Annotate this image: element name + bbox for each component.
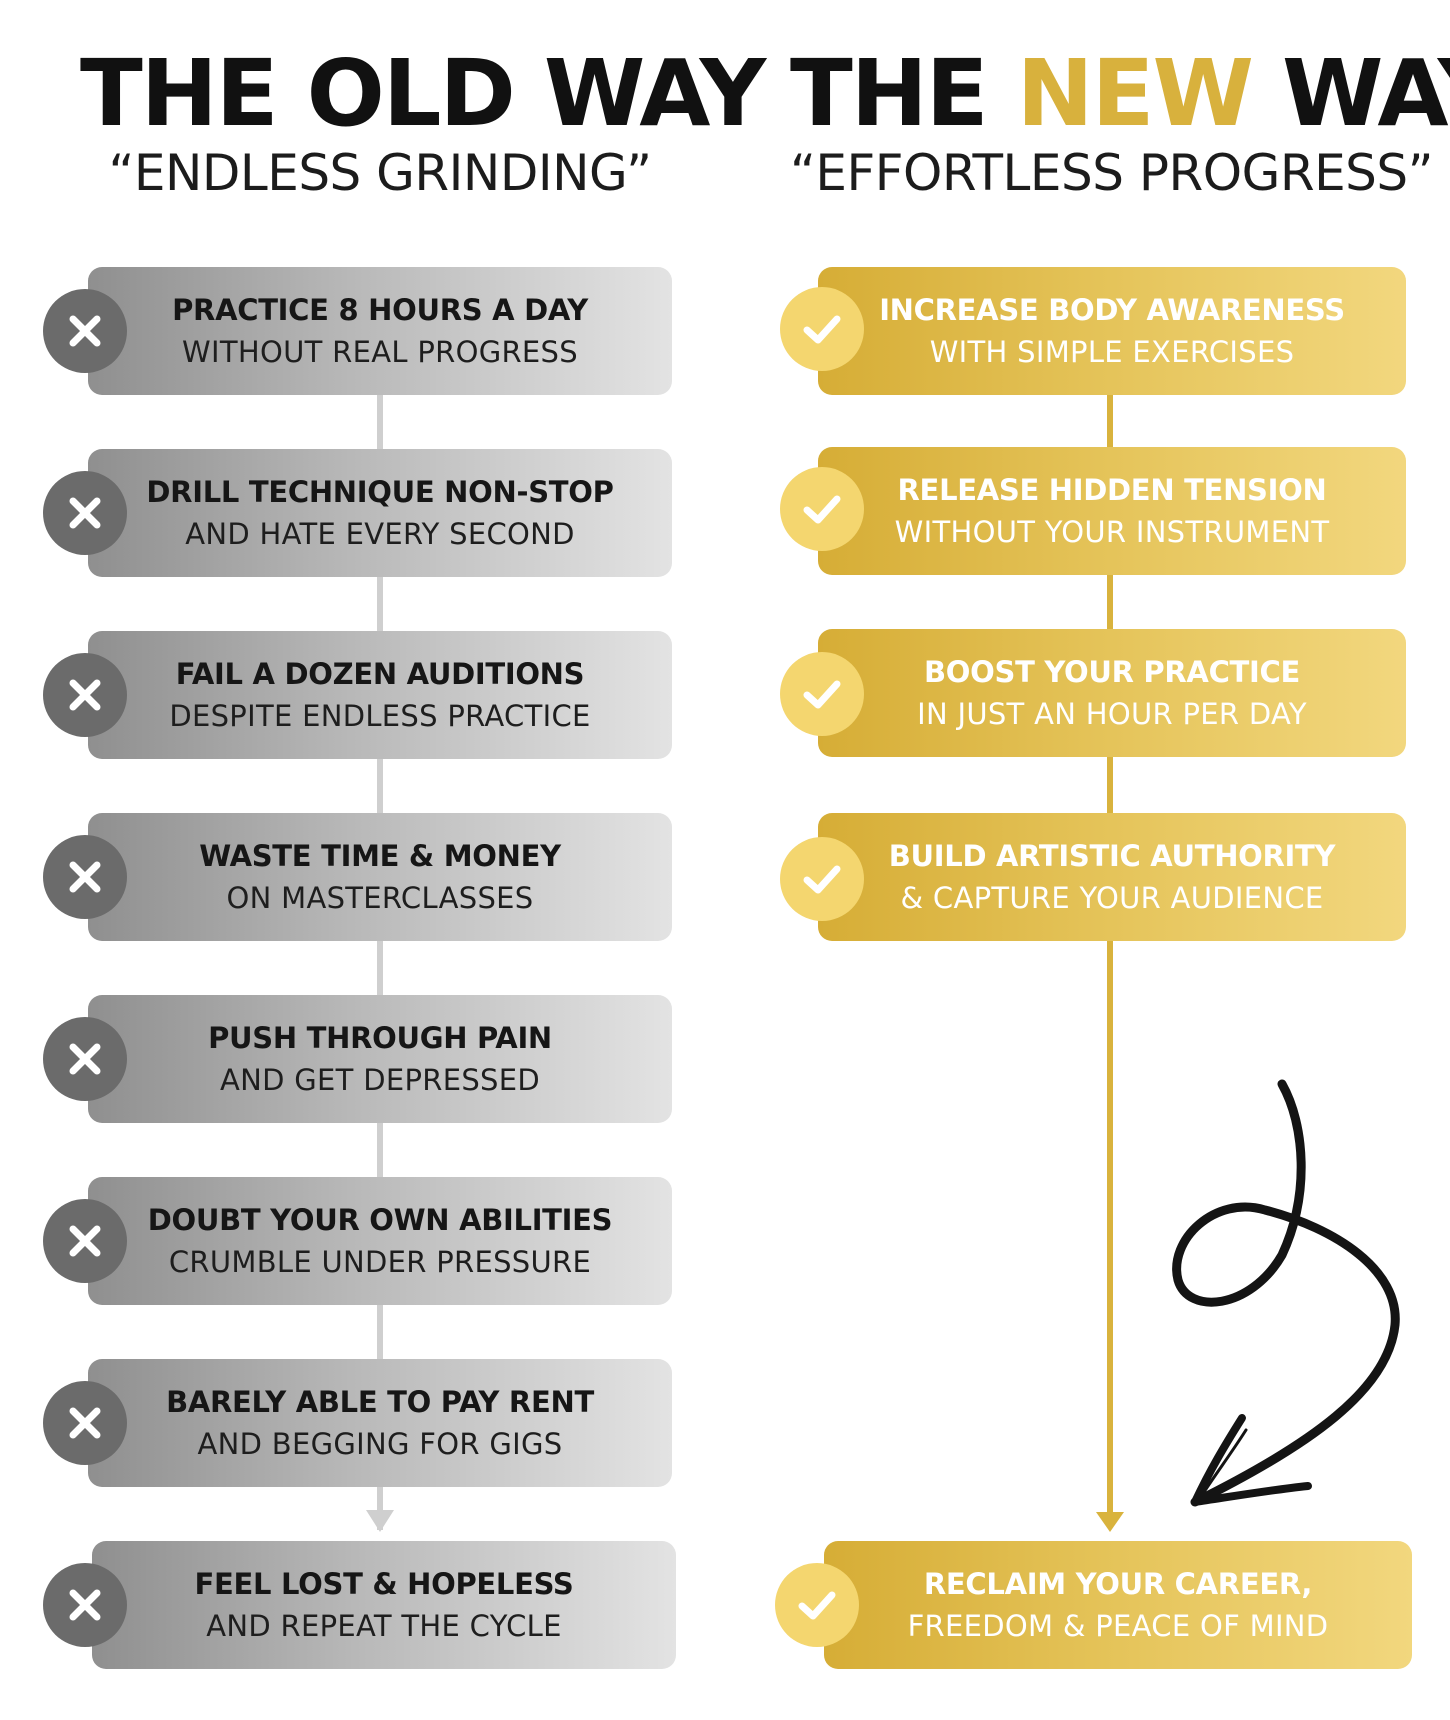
close-x-icon	[43, 1017, 127, 1101]
new-way-connector	[1107, 380, 1113, 1520]
checkmark-icon	[780, 652, 864, 736]
checkmark-icon	[780, 467, 864, 551]
old-way-item-1-light: WITHOUT REAL PROGRESS	[182, 335, 578, 369]
old-way-item-2: DRILL TECHNIQUE NON-STOP AND HATE EVERY …	[88, 449, 672, 577]
old-way-item-7: BARELY ABLE TO PAY RENT AND BEGGING FOR …	[88, 1359, 672, 1487]
old-way-item-6-light: CRUMBLE UNDER PRESSURE	[168, 1245, 592, 1279]
old-way-item-4-bold: WASTE TIME & MONEY	[199, 839, 561, 873]
new-way-item-5-bold: RECLAIM YOUR CAREER,	[923, 1567, 1313, 1601]
old-way-item-6: DOUBT YOUR OWN ABILITIES CRUMBLE UNDER P…	[88, 1177, 672, 1305]
old-way-subtitle: “ENDLESS GRINDING”	[108, 144, 652, 202]
new-way-item-1-light: WITH SIMPLE EXERCISES	[929, 335, 1295, 369]
old-way-item-5-bold: PUSH THROUGH PAIN	[208, 1021, 552, 1055]
old-way-item-3: FAIL A DOZEN AUDITIONS DESPITE ENDLESS P…	[88, 631, 672, 759]
new-way-item-3: BOOST YOUR PRACTICE IN JUST AN HOUR PER …	[818, 629, 1406, 757]
close-x-icon	[43, 1563, 127, 1647]
new-way-item-2: RELEASE HIDDEN TENSION WITHOUT YOUR INST…	[818, 447, 1406, 575]
old-way-item-8-bold: FEEL LOST & HOPELESS	[194, 1567, 574, 1601]
old-way-item-3-light: DESPITE ENDLESS PRACTICE	[169, 699, 591, 733]
new-way-title: THE NEW WAY	[790, 48, 1450, 140]
old-way-item-2-bold: DRILL TECHNIQUE NON-STOP	[146, 475, 614, 509]
close-x-icon	[43, 471, 127, 555]
new-way-item-1-bold: INCREASE BODY AWARENESS	[879, 293, 1345, 327]
old-way-item-7-light: AND BEGGING FOR GIGS	[197, 1427, 563, 1461]
checkmark-icon	[780, 837, 864, 921]
new-way-title-before: THE	[790, 40, 1017, 147]
new-way-title-after: WAY	[1281, 40, 1450, 147]
old-way-item-8: FEEL LOST & HOPELESS AND REPEAT THE CYCL…	[92, 1541, 676, 1669]
close-x-icon	[43, 835, 127, 919]
old-way-item-8-light: AND REPEAT THE CYCLE	[206, 1609, 562, 1643]
old-way-item-7-bold: BARELY ABLE TO PAY RENT	[166, 1385, 594, 1419]
new-way-item-2-bold: RELEASE HIDDEN TENSION	[897, 473, 1327, 507]
new-way-item-3-light: IN JUST AN HOUR PER DAY	[917, 697, 1307, 731]
new-way-item-2-light: WITHOUT YOUR INSTRUMENT	[894, 515, 1330, 549]
checkmark-icon	[780, 287, 864, 371]
old-way-item-3-bold: FAIL A DOZEN AUDITIONS	[175, 657, 585, 691]
old-way-item-6-bold: DOUBT YOUR OWN ABILITIES	[147, 1203, 613, 1237]
old-way-item-1-bold: PRACTICE 8 HOURS A DAY	[172, 293, 588, 327]
new-way-item-1: INCREASE BODY AWARENESS WITH SIMPLE EXER…	[818, 267, 1406, 395]
close-x-icon	[43, 653, 127, 737]
old-way-item-5: PUSH THROUGH PAIN AND GET DEPRESSED	[88, 995, 672, 1123]
hand-drawn-arrow-icon	[1172, 1079, 1400, 1507]
close-x-icon	[43, 1199, 127, 1283]
old-way-connector	[377, 380, 383, 1530]
old-way-item-4-light: ON MASTERCLASSES	[226, 881, 534, 915]
old-way-item-5-light: AND GET DEPRESSED	[220, 1063, 540, 1097]
new-way-title-highlight: NEW	[1016, 40, 1254, 147]
new-way-item-4-light: & CAPTURE YOUR AUDIENCE	[900, 881, 1324, 915]
new-way-item-4: BUILD ARTISTIC AUTHORITY & CAPTURE YOUR …	[818, 813, 1406, 941]
new-way-item-5: RECLAIM YOUR CAREER, FREEDOM & PEACE OF …	[824, 1541, 1412, 1669]
close-x-icon	[43, 289, 127, 373]
new-way-item-4-bold: BUILD ARTISTIC AUTHORITY	[888, 839, 1336, 873]
checkmark-icon	[775, 1563, 859, 1647]
new-way-connector-arrowhead	[1096, 1512, 1124, 1532]
old-way-item-4: WASTE TIME & MONEY ON MASTERCLASSES	[88, 813, 672, 941]
close-x-icon	[43, 1381, 127, 1465]
new-way-subtitle: “EFFORTLESS PROGRESS”	[790, 144, 1434, 202]
old-way-connector-arrowhead	[366, 1510, 394, 1532]
old-way-title: THE OLD WAY	[80, 40, 766, 147]
new-way-item-3-bold: BOOST YOUR PRACTICE	[923, 655, 1301, 689]
old-way-item-1: PRACTICE 8 HOURS A DAY WITHOUT REAL PROG…	[88, 267, 672, 395]
new-way-item-5-light: FREEDOM & PEACE OF MIND	[907, 1609, 1329, 1643]
old-way-item-2-light: AND HATE EVERY SECOND	[185, 517, 575, 551]
